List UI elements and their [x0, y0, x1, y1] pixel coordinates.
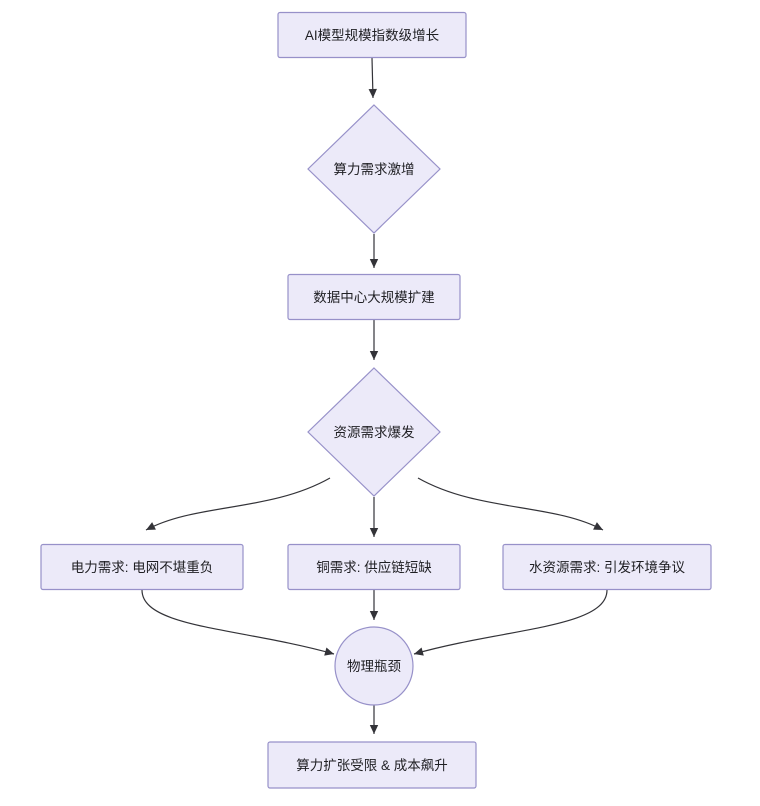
node-shape-circle	[334, 626, 414, 706]
edge-arrowhead	[369, 351, 379, 360]
flow-node-n4[interactable]: 资源需求爆发	[307, 367, 441, 497]
flow-edge	[413, 589, 608, 656]
edge-arrowhead	[324, 647, 334, 656]
edge-layer	[141, 57, 608, 734]
node-label: 资源需求爆发	[334, 425, 415, 440]
flow-edge	[369, 497, 379, 537]
node-shape-rect	[267, 741, 477, 789]
edge-line	[145, 477, 331, 531]
edge-arrowhead	[368, 88, 377, 98]
flow-node-n1[interactable]: AI模型规模指数级增长	[277, 11, 467, 59]
edge-arrowhead	[593, 522, 603, 530]
edge-arrowhead	[146, 522, 156, 530]
node-shape-rect	[287, 543, 461, 591]
flow-node-n9[interactable]: 算力扩张受限 & 成本飙升	[267, 741, 477, 789]
node-shape-rect	[502, 543, 712, 591]
flow-edge	[145, 477, 331, 531]
flow-node-n2[interactable]: 算力需求激增	[307, 104, 441, 234]
edge-line	[141, 589, 335, 655]
flow-edge	[417, 477, 604, 531]
node-shape-diamond	[307, 104, 441, 234]
node-label: 算力扩张受限 & 成本飙升	[296, 758, 448, 773]
edge-arrowhead	[369, 611, 379, 620]
flow-edge	[369, 320, 379, 360]
flow-edge	[369, 234, 379, 268]
flow-node-n3[interactable]: 数据中心大规模扩建	[287, 273, 461, 321]
node-label: 算力需求激增	[334, 162, 415, 177]
node-shape-rect	[287, 273, 461, 321]
flow-node-n5[interactable]: 电力需求: 电网不堪重负	[40, 543, 244, 591]
node-label: 铜需求: 供应链短缺	[316, 559, 432, 575]
edge-arrowhead	[369, 725, 379, 734]
flow-node-n8[interactable]: 物理瓶颈	[334, 626, 414, 706]
node-shape-diamond	[307, 367, 441, 497]
edge-line	[417, 477, 604, 531]
flow-edge	[369, 705, 379, 734]
node-label: 数据中心大规模扩建	[313, 290, 435, 305]
flow-node-n6[interactable]: 铜需求: 供应链短缺	[287, 543, 461, 591]
flow-node-n7[interactable]: 水资源需求: 引发环境争议	[502, 543, 712, 591]
edge-arrowhead	[414, 647, 424, 656]
flow-edge	[369, 590, 379, 620]
node-label: AI模型规模指数级增长	[305, 28, 440, 43]
flow-edge	[141, 589, 335, 656]
edge-line	[413, 589, 608, 655]
flow-edge	[368, 57, 377, 99]
node-shape-rect	[277, 11, 467, 59]
node-label: 电力需求: 电网不堪重负	[71, 560, 214, 575]
edge-arrowhead	[369, 528, 379, 537]
node-shape-rect	[40, 543, 244, 591]
node-label: 物理瓶颈	[347, 659, 401, 674]
edge-arrowhead	[369, 259, 379, 268]
node-label: 水资源需求: 引发环境争议	[529, 560, 686, 575]
